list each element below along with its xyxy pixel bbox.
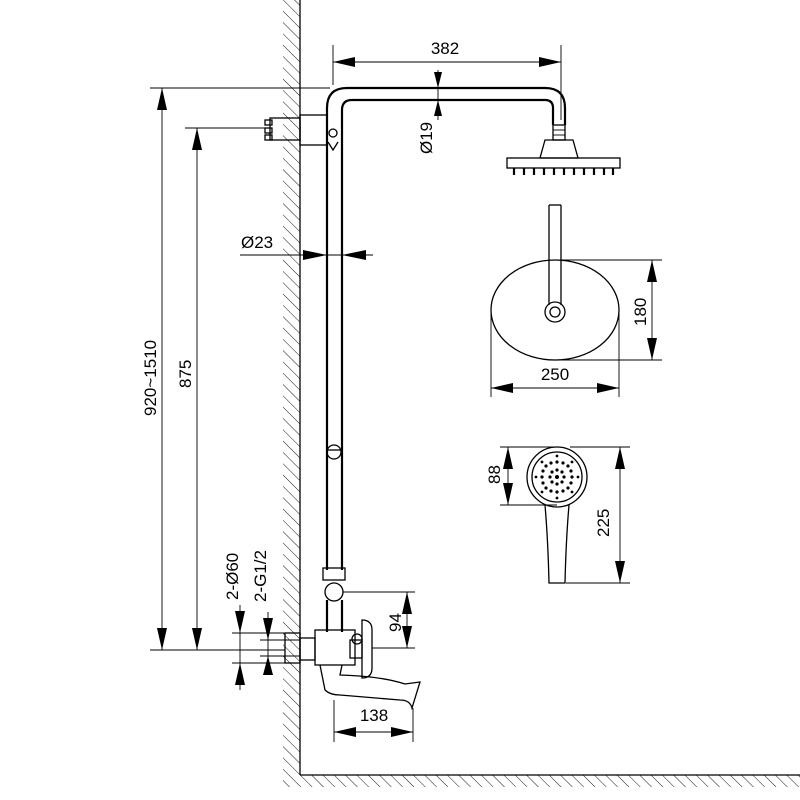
dim-bracket-height: 875 — [176, 127, 270, 650]
dim-hand-shower-length: 225 — [566, 446, 630, 584]
dim-label-94: 94 — [386, 613, 405, 632]
wall — [283, 0, 800, 787]
bath-mixer — [284, 619, 421, 711]
dim-spout-length: 138 — [333, 700, 414, 742]
dim-label-2-d60: 2-Ø60 — [223, 553, 242, 600]
overhead-head-top-view — [490, 204, 620, 361]
head-nozzles — [512, 168, 615, 175]
dim-label-382: 382 — [431, 39, 459, 58]
dim-label-2-g1-2: 2-G1/2 — [251, 550, 270, 602]
dim-label-d19: Ø19 — [417, 122, 436, 154]
hand-shower — [526, 446, 588, 584]
dim-label-250: 250 — [541, 365, 569, 384]
dim-label-138: 138 — [360, 706, 388, 725]
dim-label-d23: Ø23 — [241, 233, 273, 252]
dim-total-height: 920~1510 — [141, 87, 330, 651]
dim-inlet-thread: 2-G1/2 — [251, 550, 300, 675]
dim-hand-head-diameter: 88 — [485, 446, 557, 506]
dim-arm-diameter: Ø19 — [417, 70, 442, 154]
dim-flange-diameter: 2-Ø60 — [223, 553, 290, 690]
dim-label-875: 875 — [176, 360, 195, 388]
dim-column-diameter: Ø23 — [240, 233, 373, 260]
dim-label-88: 88 — [485, 465, 504, 484]
dim-mixer-height: 94 — [343, 591, 415, 649]
hand-shower-nozzle-pattern — [534, 454, 580, 500]
dim-head-depth: 180 — [558, 259, 662, 361]
overhead-head-side-view — [506, 124, 621, 175]
dim-head-width: 250 — [490, 310, 620, 397]
dim-label-225: 225 — [594, 509, 613, 537]
dim-head-arm-length: 382 — [332, 39, 562, 120]
dim-label-920-1510: 920~1510 — [141, 340, 160, 416]
shower-column — [264, 86, 567, 632]
dim-label-180: 180 — [631, 298, 650, 326]
